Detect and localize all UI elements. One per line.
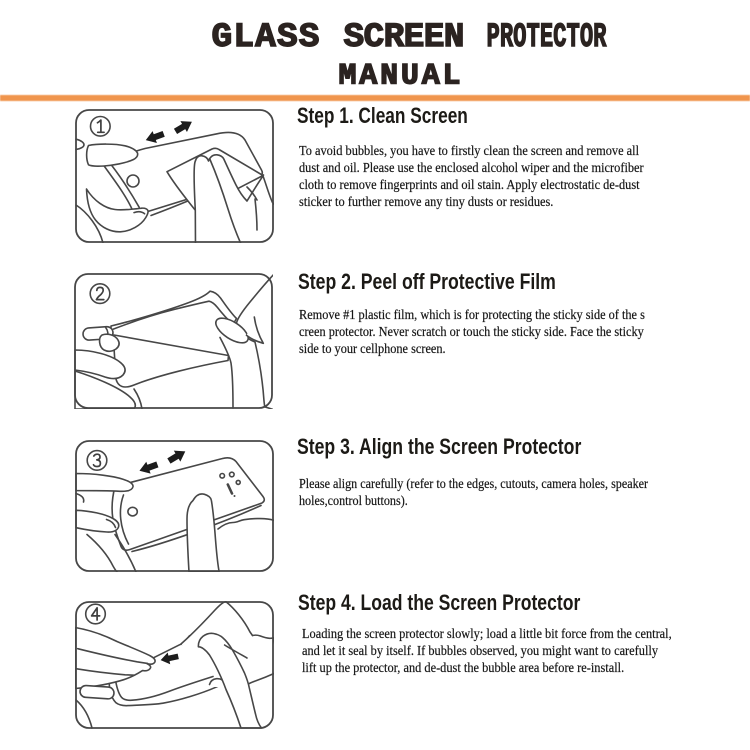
svg-text:MANUAL: MANUAL [339,60,461,94]
svg-text:PROTECTOR: PROTECTOR [487,18,607,57]
svg-text:SCREEN: SCREEN [344,18,465,57]
svg-text:GLASS: GLASS [212,18,320,57]
